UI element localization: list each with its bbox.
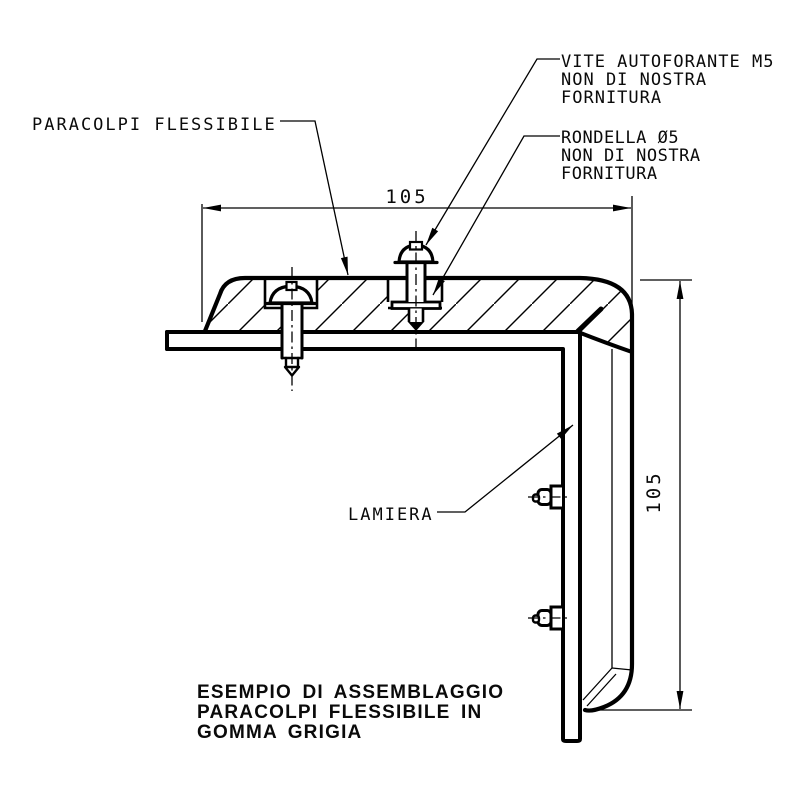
bumper-inner-chamfer <box>575 306 604 334</box>
note-vite-line1: VITE AUTOFORANTE M5 <box>561 52 774 72</box>
note-rondella-line2: NON DI NOSTRA <box>561 146 701 166</box>
screw1-drill-point <box>283 365 301 377</box>
label-paracolpi: PARACOLPI FLESSIBILE <box>32 115 277 135</box>
leader-rondella <box>432 135 560 296</box>
bumper-inner-corner-curve <box>576 330 634 354</box>
note-rondella-line3: FORNITURA <box>561 164 658 184</box>
note-vite-line2: NON DI NOSTRA <box>561 70 707 90</box>
bumper-bottom-chamfer-edges <box>582 667 633 707</box>
sheet-metal-profile <box>165 330 582 743</box>
dimension-height-value: 105 <box>643 470 665 513</box>
dimension-width-value: 105 <box>385 186 428 208</box>
label-lamiera: LAMIERA <box>348 505 434 525</box>
leader-lamiera <box>437 424 574 513</box>
note-rondella-line1: RONDELLA Ø5 <box>561 128 679 148</box>
caption-line3: GOMMA GRIGIA <box>197 722 362 743</box>
caption-line1: ESEMPIO DI ASSEMBLAGGIO <box>197 682 504 703</box>
bumper-outer-profile <box>202 275 635 713</box>
leader-paracolpi <box>280 120 349 276</box>
note-vite-line3: FORNITURA <box>561 88 662 108</box>
leader-vite <box>425 58 560 246</box>
caption-line2: PARACOLPI FLESSIBILE IN <box>197 702 482 723</box>
